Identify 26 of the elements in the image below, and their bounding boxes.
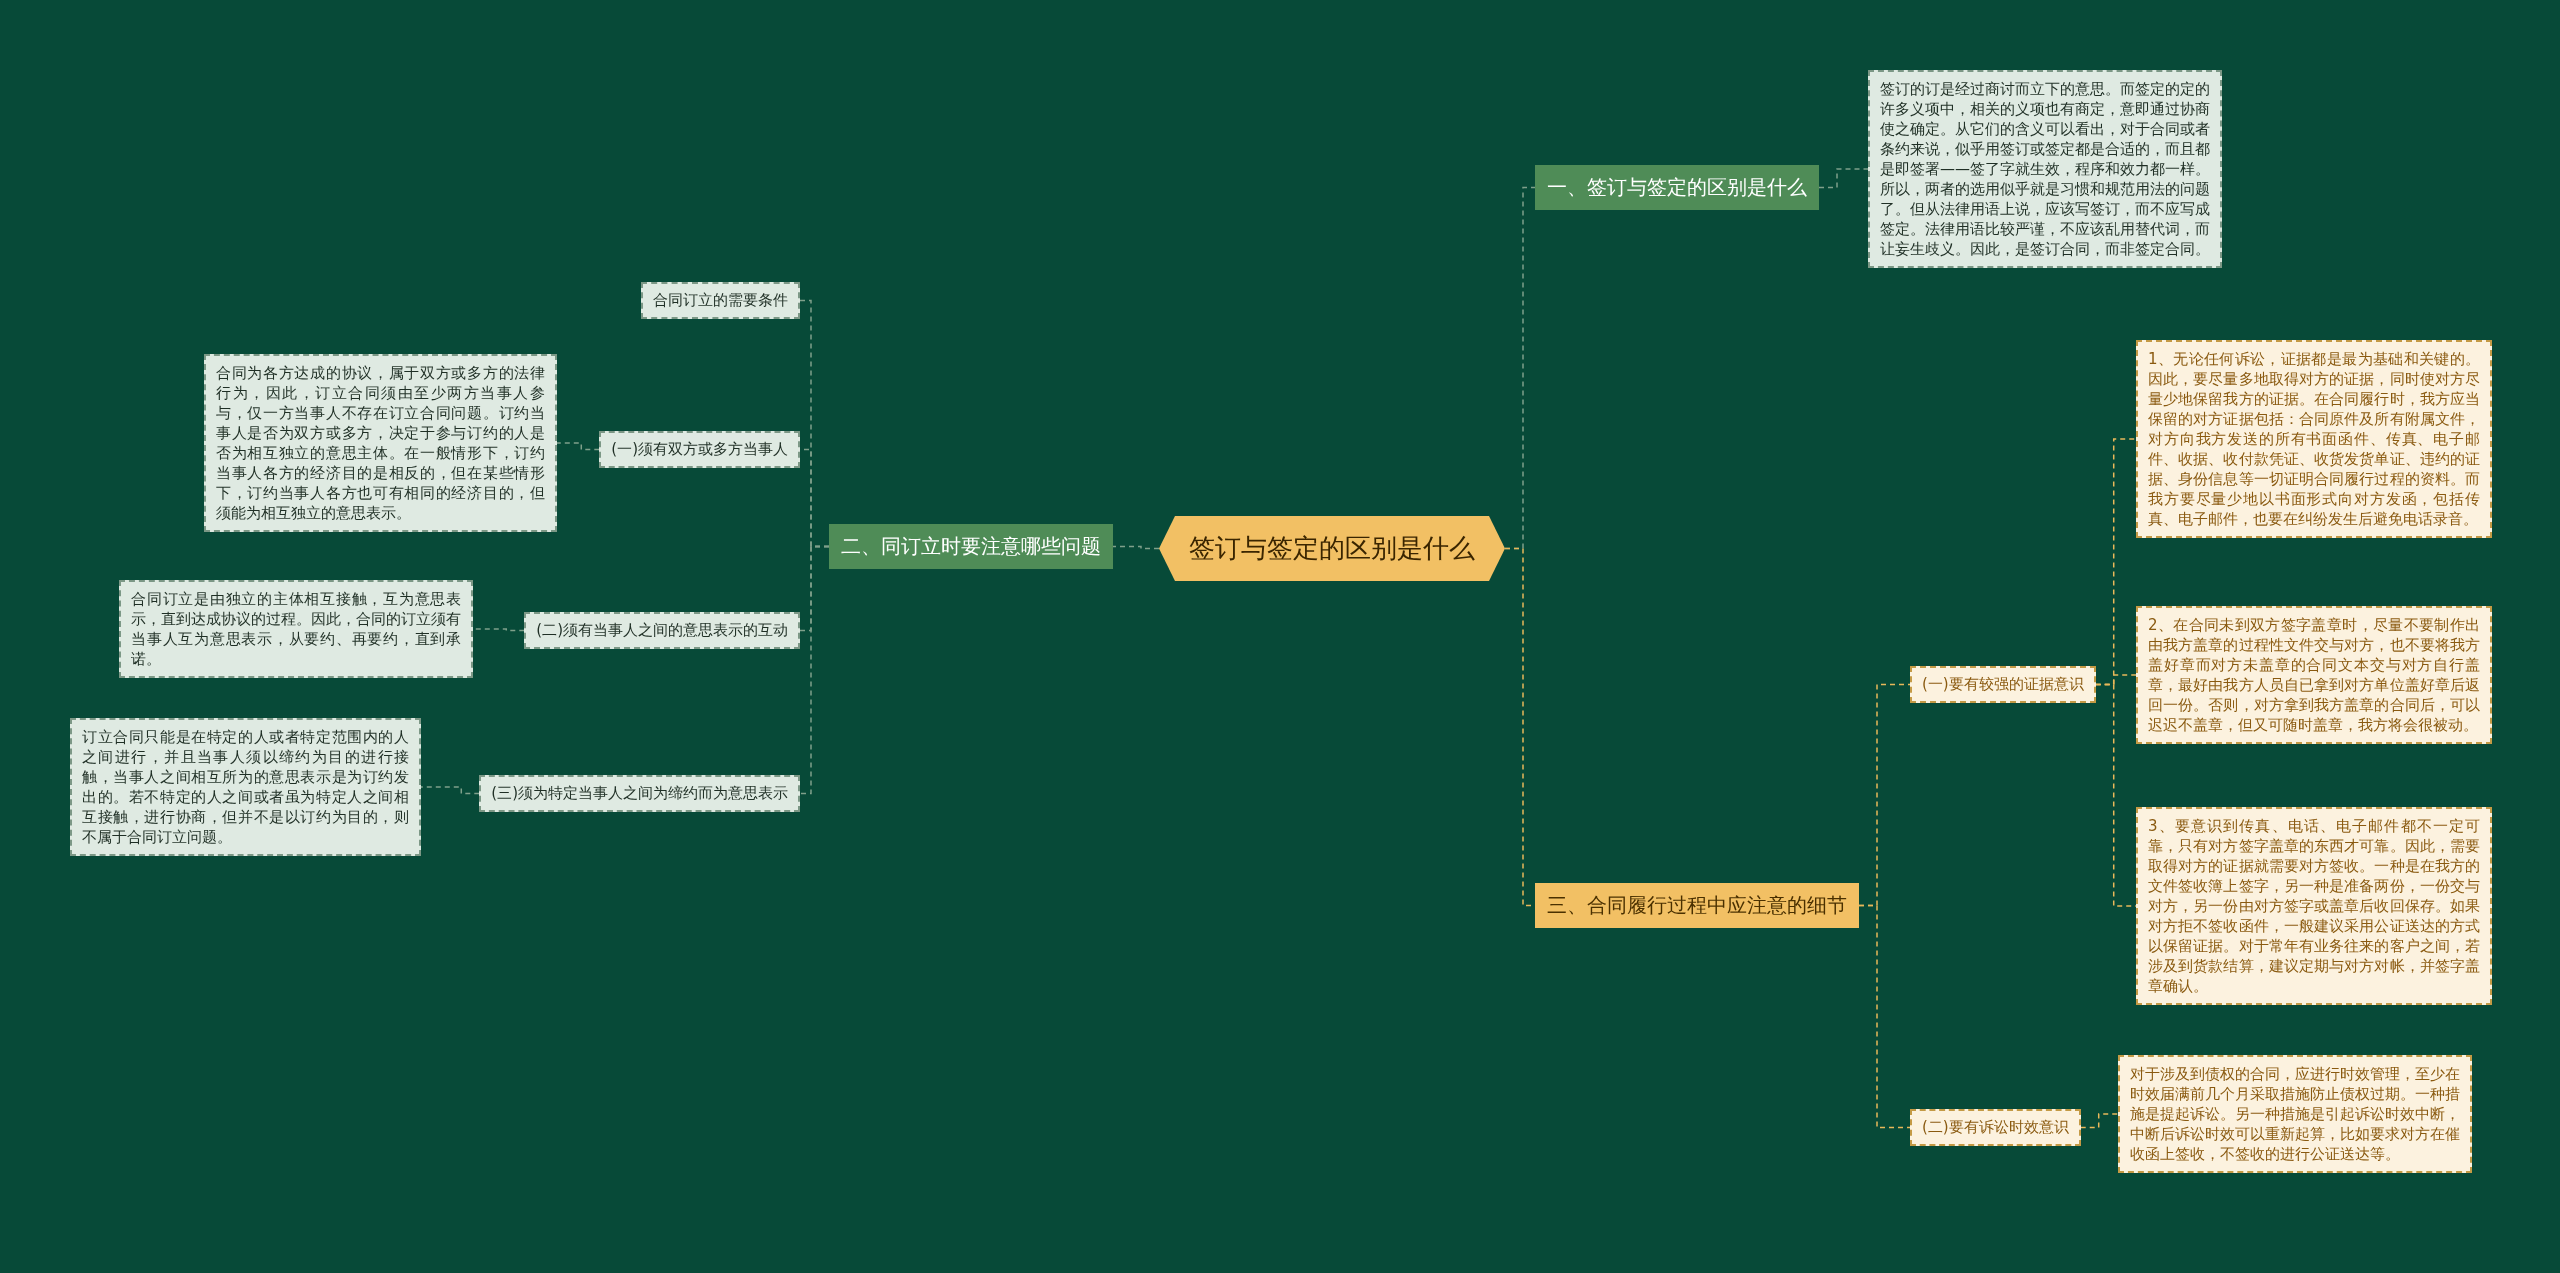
note-box: 合同订立是由独立的主体相互接触，互为意思表示，直到达成协议的过程。因此，合同的订立须有当事人互为意思表示，从要约、再要约，直到承诺。 [119, 580, 473, 678]
subtopic-box: (三)须为特定当事人之间为缔约而为意思表示 [479, 775, 800, 812]
central-topic-hexagon: 签订与签定的区别是什么 [1159, 516, 1505, 581]
note-box: 对于涉及到债权的合同，应进行时效管理，至少在时效届满前几个月采取措施防止债权过期。一种措施是提起诉讼。另一种措施是引起诉讼时效中断，中断后诉讼时效可以重新起算，比如要求对方在催收函上签收，不签收的进行公证送达等。 [2118, 1055, 2472, 1173]
subtopic-box: (二)须有当事人之间的意思表示的互动 [524, 612, 800, 649]
branch-topic-box: 三、合同履行过程中应注意的细节 [1535, 883, 1859, 928]
note-box: 合同为各方达成的协议，属于双方或多方的法律行为，因此，订立合同须由至少两方当事人参与，仅一方当事人不存在订立合同问题。订约当事人是否为双方或多方，决定于参与订约的人是否为相互独立的意思主体。在一般情形下，订约当事人各方的经济目的是相反的，但在某些情形下，订约当事人各方也可有相同的经济目的，但须能为相互独立的意思表示。 [204, 354, 557, 532]
note-box: 签订的订是经过商讨而立下的意思。而签定的定的许多义项中，相关的义项也有商定，意即通过协商使之确定。从它们的含义可以看出，对于合同或者条约来说，似乎用签订或签定都是合适的，而且都是即签署——签了字就生效，程序和效力都一样。所以，两者的选用似乎就是习惯和规范用法的问题了。但从法律用语上说，应该写签订，而不应写成签定。法律用语比较严谨，不应该乱用替代词，而让妄生歧义。因此，是签订合同，而非签定合同。 [1868, 70, 2222, 268]
subtopic-box: 合同订立的需要条件 [641, 282, 800, 319]
subtopic-box: (二)要有诉讼时效意识 [1910, 1109, 2081, 1146]
subtopic-box: (一)要有较强的证据意识 [1910, 666, 2096, 703]
connector-line [1112, 545, 1160, 550]
connector-line [556, 442, 601, 451]
note-box: 订立合同只能是在特定的人或者特定范围内的人之间进行，并且当事人须以缔约为目的进行接触，当事人之间相互所为的意思表示是为订约发出的。若不特定的人之间或者虽为特定人之间相互接触，进行协商，但并不是以订约为目的，则不属于合同订立问题。 [70, 718, 421, 856]
connector-line [1818, 168, 1869, 189]
branch-topic-box: 一、签订与签定的区别是什么 [1535, 165, 1819, 210]
subtopic-box: (一)须有双方或多方当事人 [599, 431, 800, 468]
connector-line [2079, 1113, 2119, 1129]
note-box: 3、要意识到传真、电话、电子邮件都不一定可靠，只有对方签字盖章的东西才可靠。因此，需要取得对方的证据就需要对方签收。一种是在我方的文件签收簿上签字，另一种是准备两份，一份交与对方，另一份由对方签字或盖章后收回保存。如果对方拒不签收函件，一般建议采用公证送达的方式以保留证据。对于常年有业务往来的客户之间，若涉及到货款结算，建议定期与对方对帐，并签字盖章确认。 [2136, 807, 2492, 1005]
note-box: 2、在合同未到双方签字盖章时，尽量不要制作出由我方盖章的过程性文件交与对方，也不要将我方盖好章而对方未盖章的合同文本交与对方自行盖章，最好由我方人员自已拿到对方单位盖好章后返回一份。否则，对方拿到我方盖章的合同后，可以迟迟不盖章，但又可随时盖章，我方将会很被动。 [2136, 606, 2492, 744]
connector-line [2094, 683, 2137, 907]
note-box: 1、无论任何诉讼，证据都是最为基础和关键的。因此，要尽量多地取得对方的证据，同时使对方尽量少地保留我方的证据。在合同履行时，我方应当保留的对方证据包括：合同原件及所有附属文件，对方向我方发送的所有书面函件、传真、电子邮件、收据、收付款凭证、收货发货单证、违约的证据、身份信息等一切证明合同履行过程的资料。而我方要尽量少地以书面形式向对方发函，包括传真、电子邮件，也要在纠纷发生后避免电话录音。 [2136, 340, 2492, 538]
connector-line [420, 786, 481, 795]
connector-line [799, 545, 830, 795]
branch-topic-box: 二、同订立时要注意哪些问题 [829, 524, 1113, 569]
connector-line [1858, 904, 1911, 1129]
